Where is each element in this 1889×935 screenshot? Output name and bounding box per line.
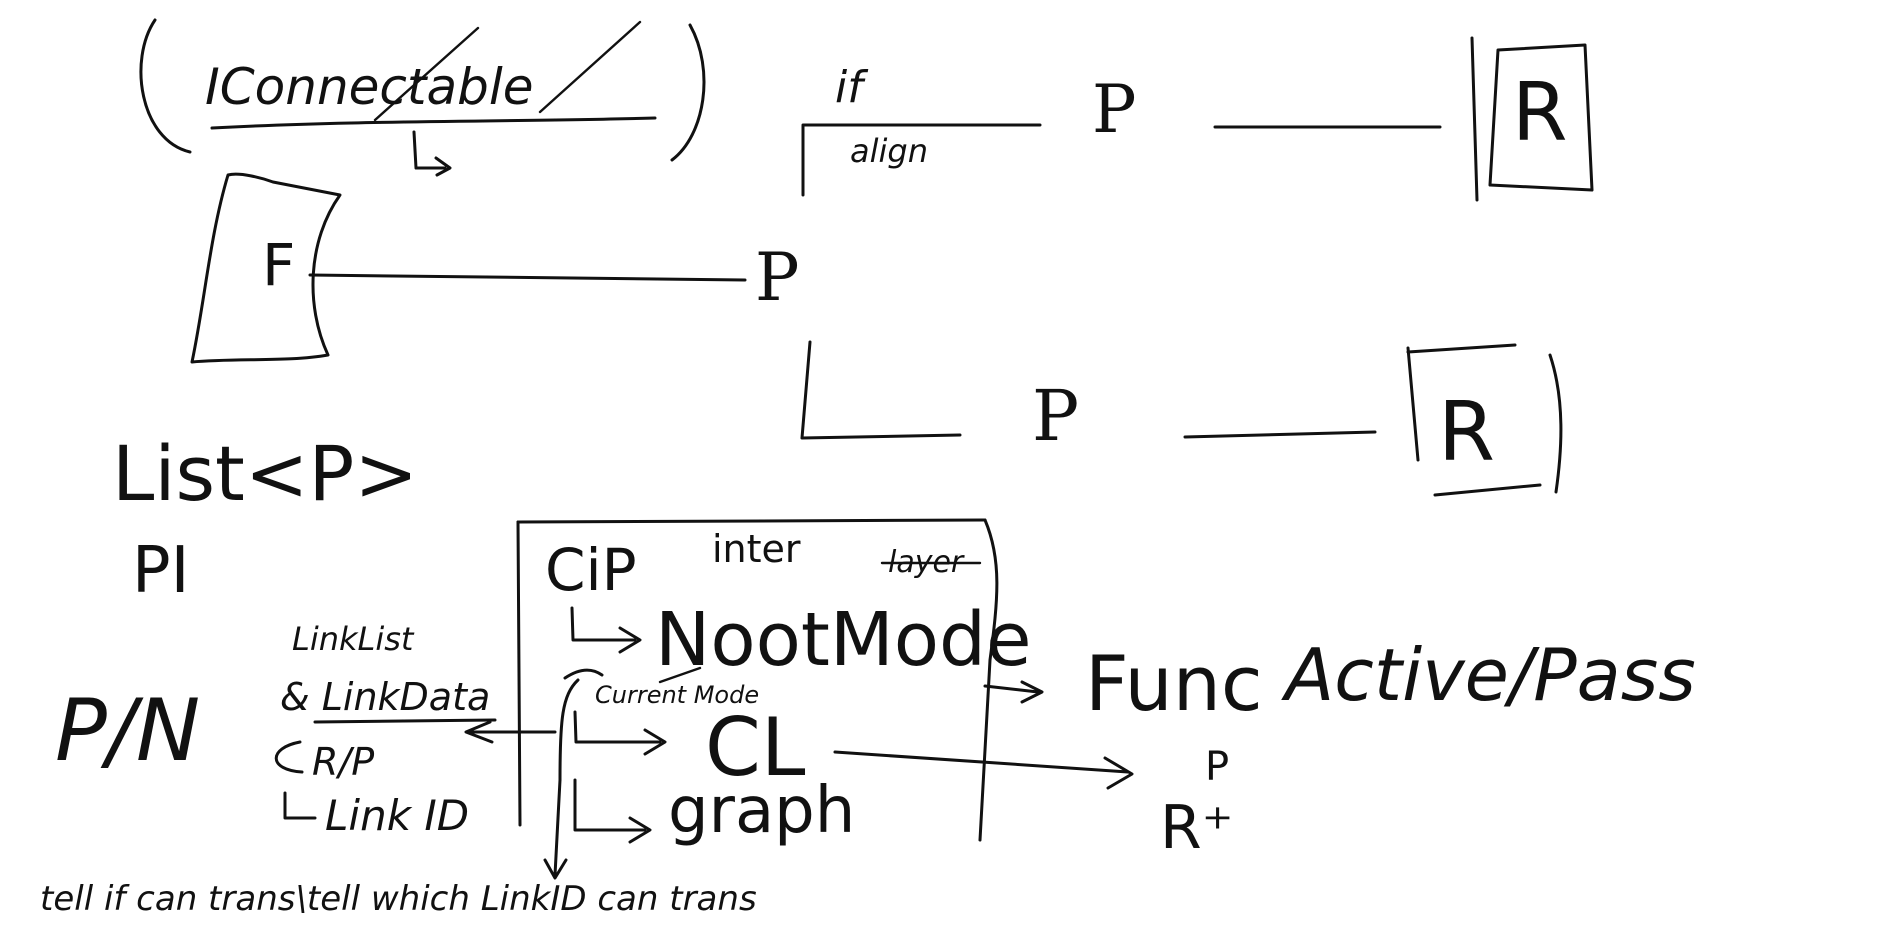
linklist-group: LinkList & LinkData R/P Link ID <box>274 620 557 840</box>
p-bottom-label: P <box>1032 375 1079 457</box>
linkdata-underline <box>313 718 497 724</box>
f-box-outline <box>190 172 342 364</box>
r-plus-label: R⁺ <box>1160 793 1233 863</box>
r-bottom-box-top <box>1406 343 1517 354</box>
r-top-left-bar <box>1470 36 1479 202</box>
left-notes-group: List<P> PI P/N <box>55 429 418 781</box>
r-bottom-box-bottom <box>1433 483 1542 497</box>
pi-label: PI <box>132 534 189 608</box>
r-bottom-box-right <box>1548 353 1563 494</box>
list-p-label: List<P> <box>112 429 418 518</box>
if-branch-group: if align P R <box>801 36 1594 202</box>
graph-arrow <box>573 778 652 844</box>
nootmode-to-func-arrow <box>983 680 1044 704</box>
if-label: if <box>835 62 869 113</box>
iconnectable-underline <box>210 116 657 130</box>
bottom-bracket <box>800 340 962 440</box>
linkdata-arrow <box>464 720 557 744</box>
cl-to-p-arrow <box>833 750 1134 790</box>
current-mode-drop <box>543 678 580 880</box>
pn-label: P/N <box>55 681 200 781</box>
cip-box-right <box>978 518 999 842</box>
f-box-group: F P <box>190 172 799 364</box>
current-mode-label: Current Mode <box>595 681 759 709</box>
cl-arrow <box>573 710 667 756</box>
cl-label: CL <box>705 701 806 794</box>
cip-box-group: CiP inter layer NootMode Current Mode CL… <box>516 518 1032 880</box>
current-mode-stroke <box>563 668 604 680</box>
p-top-label: P <box>1092 71 1136 148</box>
func-label: Func <box>1085 639 1263 728</box>
r-bottom-box-left <box>1406 346 1420 462</box>
nootmode-label: NootMode <box>655 597 1032 683</box>
p-mid-label: P <box>755 239 799 316</box>
current-mode-pointer <box>658 666 702 684</box>
r-top-box <box>1488 43 1594 192</box>
p-right-label: P <box>1205 744 1229 790</box>
iconnectable-group: IConnectable <box>139 18 706 177</box>
inter-label: inter <box>712 527 801 571</box>
linkdata-label: & LinkData <box>280 675 490 719</box>
linkid-hook <box>283 791 317 820</box>
linklist-label: LinkList <box>292 620 415 658</box>
align-label: align <box>850 132 928 170</box>
cip-label: CiP <box>545 536 637 604</box>
iconnectable-strike-2 <box>538 20 642 114</box>
bottom-branch-group: P R <box>800 340 1563 497</box>
iconnectable-right-paren <box>670 23 706 162</box>
r-top-label: R <box>1512 66 1568 159</box>
iconnectable-label: IConnectable <box>205 58 534 116</box>
rp-label: R/P <box>312 740 374 784</box>
f-label: F <box>262 231 295 299</box>
graph-label: graph <box>668 774 855 848</box>
rp-hook <box>274 740 304 774</box>
iconnectable-left-paren <box>139 18 192 154</box>
if-bracket <box>801 123 1042 197</box>
func-group: Func Active/Pass P R⁺ <box>833 633 1696 863</box>
r-bottom-label: R <box>1438 385 1495 480</box>
cip-box-top <box>516 518 987 524</box>
f-to-p-line <box>308 273 747 282</box>
iconnectable-strike-1 <box>373 26 480 122</box>
linkid-label: Link ID <box>325 791 469 840</box>
bottom-note: tell if can trans\tell which LinkID can … <box>40 879 757 919</box>
iconnectable-arrow <box>412 130 452 177</box>
p-to-r-bottom-line <box>1183 430 1377 439</box>
nootmode-arrow <box>570 606 642 654</box>
cip-box-left <box>516 520 522 827</box>
active-pass-label: Active/Pass <box>1281 633 1696 717</box>
